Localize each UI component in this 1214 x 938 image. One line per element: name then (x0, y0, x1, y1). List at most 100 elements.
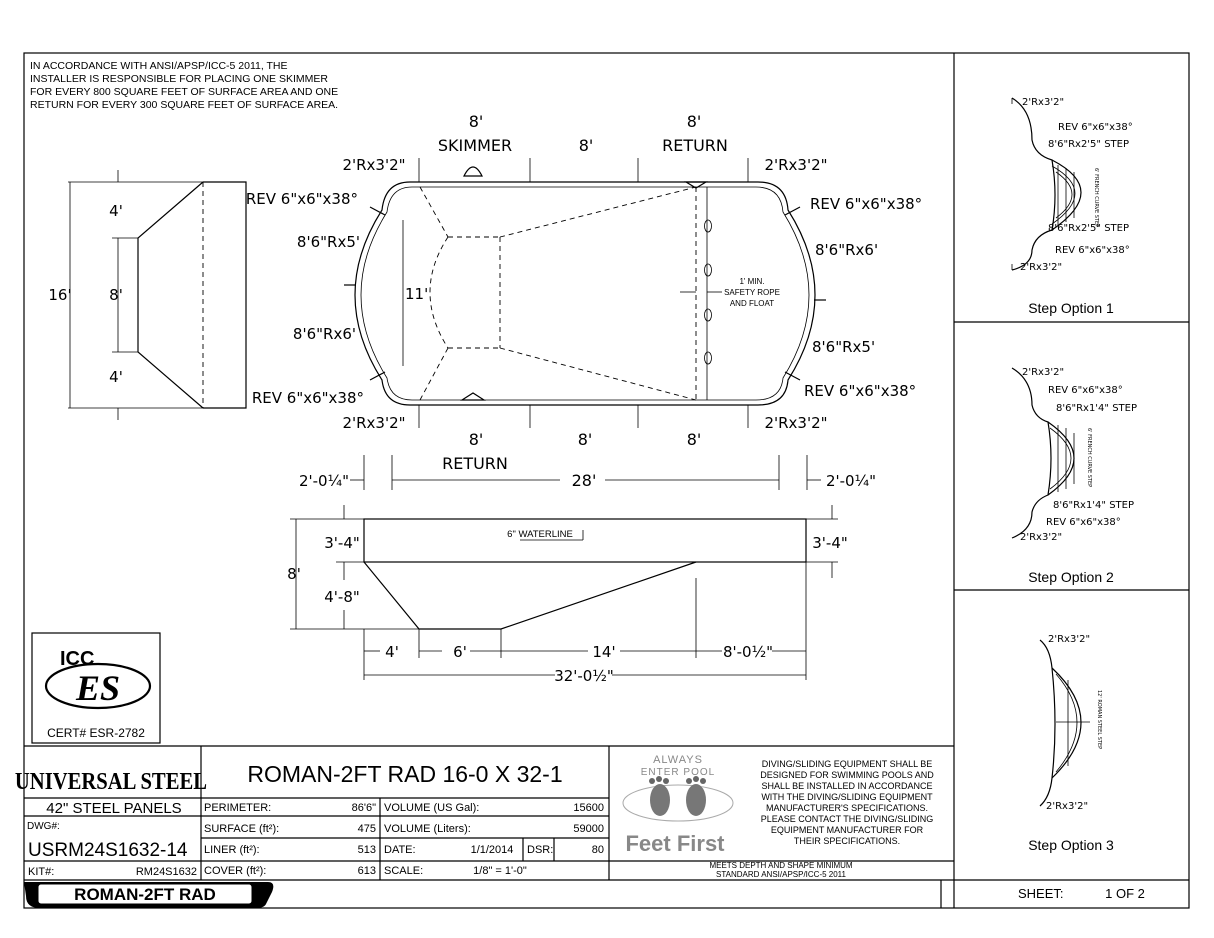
step-option-1: 2'Rx3'2" REV 6"x6"x38° 8'6"Rx2'5" STEP 6… (1011, 97, 1133, 316)
date-label: DATE: (384, 844, 416, 856)
step-option-title: Step Option 1 (1028, 300, 1114, 316)
dwg-label: DWG#: (27, 821, 60, 832)
step-label: REV 6"x6"x38° (1055, 245, 1130, 256)
diving-note: EQUIPMENT MANUFACTURER FOR (771, 825, 924, 835)
cert-number: CERT# ESR-2782 (47, 726, 145, 740)
rev-label: REV 6"x6"x38° (252, 389, 364, 407)
es-logo-text: ES (75, 668, 120, 708)
feet-logo-bottom: Feet First (625, 831, 725, 856)
volume-gal-label: VOLUME (US Gal): (384, 802, 479, 814)
arc-radius-label: 8'6"Rx5' (812, 338, 875, 356)
volume-l-value: 59000 (573, 823, 604, 835)
diving-note: DESIGNED FOR SWIMMING POOLS AND (760, 770, 934, 780)
diving-note: WITH THE DIVING/SLIDING EQUIPMENT (761, 792, 933, 802)
step-label: 2'Rx3'2" (1048, 634, 1090, 645)
end-view: 16' 4' 8' 4' (48, 170, 247, 420)
safety-note: 1' MIN. (739, 277, 764, 286)
cert-box: ICC ES CERT# ESR-2782 (31, 632, 161, 744)
step-option-title: Step Option 3 (1028, 837, 1114, 853)
spec-value: 613 (358, 865, 376, 877)
volume-gal-value: 15600 (573, 802, 604, 814)
corner-radius-label: 2'Rx3'2" (342, 156, 405, 174)
diving-note: MANUFACTURER'S SPECIFICATIONS. (766, 803, 928, 813)
step-label: 2'Rx3'2" (1022, 367, 1064, 378)
volume-l-label: VOLUME (Liters): (384, 823, 471, 835)
spec-label: PERIMETER: (204, 802, 271, 814)
diving-note: DIVING/SLIDING EQUIPMENT SHALL BE (762, 759, 933, 769)
top-dim: 8' (579, 136, 594, 155)
step-label: 2'Rx3'2" (1046, 801, 1088, 812)
spec-value: 475 (358, 823, 376, 835)
deep-end-dim: 3'-4" (812, 534, 848, 552)
diving-note: THEIR SPECIFICATIONS. (794, 836, 900, 846)
length-left-dim: 2'-0¼" (299, 472, 349, 490)
step-label: REV 6"x6"x38° (1058, 122, 1133, 133)
step-label: 6' FRENCH CURVE STEP (1086, 428, 1092, 487)
step-label: 8'6"Rx1'4" STEP (1053, 500, 1134, 511)
arc-radius-label: 8'6"Rx6' (815, 241, 878, 259)
note-line: FOR EVERY 800 SQUARE FEET OF SURFACE ARE… (30, 86, 338, 98)
step-label: 2'Rx3'2" (1022, 97, 1064, 108)
note-line: IN ACCORDANCE WITH ANSI/APSP/ICC-5 2011,… (30, 60, 288, 72)
section-dim: 4' (385, 643, 399, 661)
rev-label: REV 6"x6"x38° (246, 190, 358, 208)
total-depth-dim: 8' (287, 565, 301, 583)
step-option-title: Step Option 2 (1028, 569, 1114, 585)
scale-value: 1/8" = 1'-0" (473, 865, 527, 877)
corner-radius-label: 2'Rx3'2" (342, 414, 405, 432)
scale-label: SCALE: (384, 865, 423, 877)
length-right-dim: 2'-0¼" (826, 472, 876, 490)
bottom-dim: 8' (687, 430, 702, 449)
shallow-depth-dim: 3'-4" (324, 534, 360, 552)
step-label: REV 6"x6"x38° (1048, 385, 1123, 396)
step-label: REV 6"x6"x38° (1046, 517, 1121, 528)
standard-note: MEETS DEPTH AND SHAPE MINIMUM (709, 861, 852, 870)
section-view: 6" WATERLINE 3'-4" 8' 4'-8" 3'-4" 4' (287, 505, 848, 685)
length-mid-dim: 28' (572, 471, 597, 490)
kit-number: RM24S1632 (136, 866, 197, 878)
note-line: RETURN FOR EVERY 300 SQUARE FEET OF SURF… (30, 99, 338, 111)
end-total-dim: 16' (48, 286, 71, 304)
step-option-3: 2'Rx3'2" 12' ROMAN STEEL STEP 2'Rx3'2" S… (1028, 634, 1114, 853)
step-label: 12' ROMAN STEEL STEP (1096, 690, 1102, 749)
dsr-value: 80 (592, 844, 604, 856)
corner-radius-label: 2'Rx3'2" (764, 156, 827, 174)
installer-note: IN ACCORDANCE WITH ANSI/APSP/ICC-5 2011,… (30, 60, 338, 111)
drawing-title: ROMAN-2FT RAD 16-0 X 32-1 (247, 761, 562, 787)
brand-logo-text: UNIVERSAL STEEL (15, 768, 207, 795)
feet-logo-top: ALWAYS (653, 754, 703, 766)
bottom-dim: 8' (578, 430, 593, 449)
skimmer-label: SKIMMER (438, 136, 512, 155)
rev-label: REV 6"x6"x38° (804, 382, 916, 400)
diving-note: SHALL BE INSTALLED IN ACCORDANCE (761, 781, 932, 791)
step-label: 2'Rx3'2" (1020, 262, 1062, 273)
return-top-label: RETURN (662, 136, 728, 155)
section-dim: 6' (453, 643, 467, 661)
top-dim: 8' (687, 112, 702, 131)
bottom-dim: 8' (469, 430, 484, 449)
end-top-dim: 4' (109, 202, 123, 220)
waterline-label: 6" WATERLINE (507, 529, 573, 540)
spec-label: COVER (ft²): (204, 865, 266, 877)
model-badge: ROMAN-2FT RAD (74, 885, 216, 904)
top-dim: 8' (469, 112, 484, 131)
step-label: 2'Rx3'2" (1020, 532, 1062, 543)
safety-note: AND FLOAT (730, 299, 774, 308)
spec-label: SURFACE (ft²): (204, 823, 279, 835)
spec-label: LINER (ft²): (204, 844, 260, 856)
dwg-number: USRM24S1632-14 (28, 840, 188, 861)
plan-view: 1' MIN. SAFETY ROPE AND FLOAT 11' 8' SKI… (246, 112, 922, 490)
spec-value: 86'6" (352, 802, 376, 814)
title-block: UNIVERSAL STEEL 42" STEEL PANELS DWG#: U… (15, 746, 1145, 908)
feet-logo-arc: ENTER POOL (641, 767, 715, 778)
section-dim: 8'-0½" (723, 643, 773, 661)
icc-logo-text: ICC (60, 648, 94, 670)
sheet-frame (23, 52, 1190, 909)
step-label: 8'6"Rx2'5" STEP (1048, 139, 1129, 150)
arc-radius-label: 8'6"Rx6' (293, 325, 356, 343)
step-label: 6' FRENCH CURVE STEP (1093, 168, 1099, 227)
rev-label: REV 6"x6"x38° (810, 195, 922, 213)
standard-note: STANDARD ANSI/APSP/ICC-5 2011 (716, 870, 847, 879)
step-label: 8'6"Rx1'4" STEP (1056, 403, 1137, 414)
